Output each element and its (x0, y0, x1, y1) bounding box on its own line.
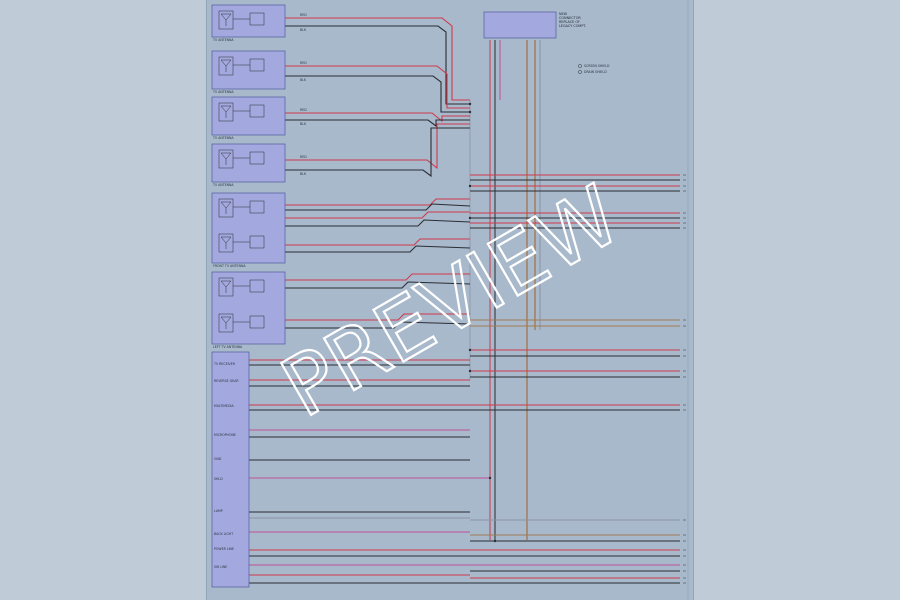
receiver-unit-box (211, 351, 250, 588)
antenna-icon (220, 59, 232, 72)
antenna-signal-wire-black (285, 127, 470, 178)
antenna-module-box (211, 96, 286, 136)
receiver-pin-label: POWER LINE (214, 547, 234, 551)
receiver-pin-label: GND (214, 457, 222, 461)
receiver-pin-label: MULTIMEDIA (214, 404, 234, 408)
antenna-module-label: TV ANTENNA (212, 136, 234, 140)
antenna-icon (220, 201, 232, 214)
antenna-signal-wire-red (285, 313, 470, 321)
antenna-element-frame (218, 149, 234, 169)
antenna-icon (220, 152, 232, 165)
wire-color-label: BLK (300, 28, 307, 32)
splice-dot (468, 348, 472, 352)
antenna-element-frame (218, 198, 234, 218)
connector-group: NEW CONNECTOR REPLACE OF LEGACY COMPT. S… (483, 11, 610, 74)
wire-color-label: BLK (300, 172, 307, 176)
antenna-signal-wire-red (285, 123, 470, 170)
antenna-signal-wire-black (285, 245, 471, 253)
wire-group (249, 0, 689, 600)
receiver-pin-label: MICROPHONE (214, 433, 236, 437)
antenna-signal-wire-black (285, 75, 470, 113)
connector-note-line-2: CONNECTOR (559, 16, 581, 20)
top-connector-box (483, 11, 557, 39)
antenna-module-label: LEFT TV ANTENNA (213, 345, 243, 349)
antenna-element-frame (218, 277, 234, 297)
antenna-element-frame (218, 233, 234, 253)
antenna-signal-wire-black (285, 219, 471, 227)
legend-drain-shield-icon (578, 70, 582, 74)
antenna-module-box (211, 50, 286, 90)
antenna-signal-wire-black (285, 119, 470, 128)
antenna-signal-wire-black (285, 321, 471, 329)
antenna-signal-wire-red (285, 211, 470, 219)
splice-dot (468, 369, 472, 373)
wire-color-label: RED (300, 108, 307, 112)
antenna-icon (220, 105, 232, 118)
antenna-icon (220, 316, 232, 329)
antenna-signal-wire-red (285, 198, 470, 206)
splice-dot (468, 216, 472, 220)
antenna-signal-wire-red (285, 238, 470, 246)
receiver-pin-label: BACK LIGHT (214, 532, 233, 536)
antenna-icon (220, 236, 232, 249)
antenna-module-label: TV ANTENNA (212, 183, 234, 187)
antenna-element-frame (218, 102, 234, 122)
diagram-sheet (207, 0, 693, 600)
wire-color-label: RED (300, 155, 307, 159)
antenna-module-label: FRONT TV ANTENNA (213, 264, 246, 268)
antenna-module-label: TV ANTENNA (212, 38, 234, 42)
antenna-icon (220, 13, 232, 26)
connector-note-line-4: LEGACY COMPT. (559, 24, 586, 28)
antenna-element-frame (218, 10, 234, 30)
antenna-module-box (211, 192, 286, 264)
antenna-module-box (211, 271, 286, 345)
splice-dot (468, 110, 472, 114)
splice-dot (468, 184, 472, 188)
antenna-module-box (211, 143, 286, 183)
splice-dot (488, 476, 492, 480)
antenna-element-frame (218, 56, 234, 76)
antenna-signal-wire-red (285, 273, 470, 281)
splice-dot (493, 539, 497, 543)
module-group (211, 4, 286, 588)
legend-screen-shield: SCREEN SHIELD (584, 64, 610, 68)
legend-drain-shield: DRAIN SHIELD (584, 70, 607, 74)
wire-color-label: RED (300, 61, 307, 65)
receiver-pin-label: LAMP (214, 509, 223, 513)
connector-note-line-1: NEW (559, 12, 568, 16)
antenna-element-frame (218, 313, 234, 333)
antenna-signal-wire-red (285, 17, 470, 101)
receiver-pin-label: REVERSE GEAR (214, 379, 239, 383)
receiver-pin-label: SW LINE (214, 565, 227, 569)
antenna-module-box (211, 4, 286, 38)
legend-screen-shield-icon (578, 64, 582, 68)
splice-dot (468, 102, 472, 106)
antenna-signal-wire-black (285, 203, 471, 211)
wire-color-label: BLK (300, 78, 307, 82)
receiver-pin-label: TV RECEIVER (213, 362, 236, 366)
antenna-signal-wire-black (285, 25, 470, 105)
receiver-pin-label: SHLD (214, 477, 223, 481)
antenna-signal-wire-black (285, 281, 471, 289)
connector-note-line-3: REPLACE OF (559, 20, 580, 24)
wire-color-label: RED (300, 13, 307, 17)
antenna-signal-wire-red (285, 65, 470, 109)
antenna-signal-wire-red (285, 112, 470, 123)
antenna-icon (220, 280, 232, 293)
label-group: TV ANTENNA TV ANTENNA TV ANTENNA TV ANTENNA… (212, 13, 307, 569)
antenna-module-label: TV ANTENNA (212, 90, 234, 94)
wire-color-label: BLK (300, 122, 307, 126)
